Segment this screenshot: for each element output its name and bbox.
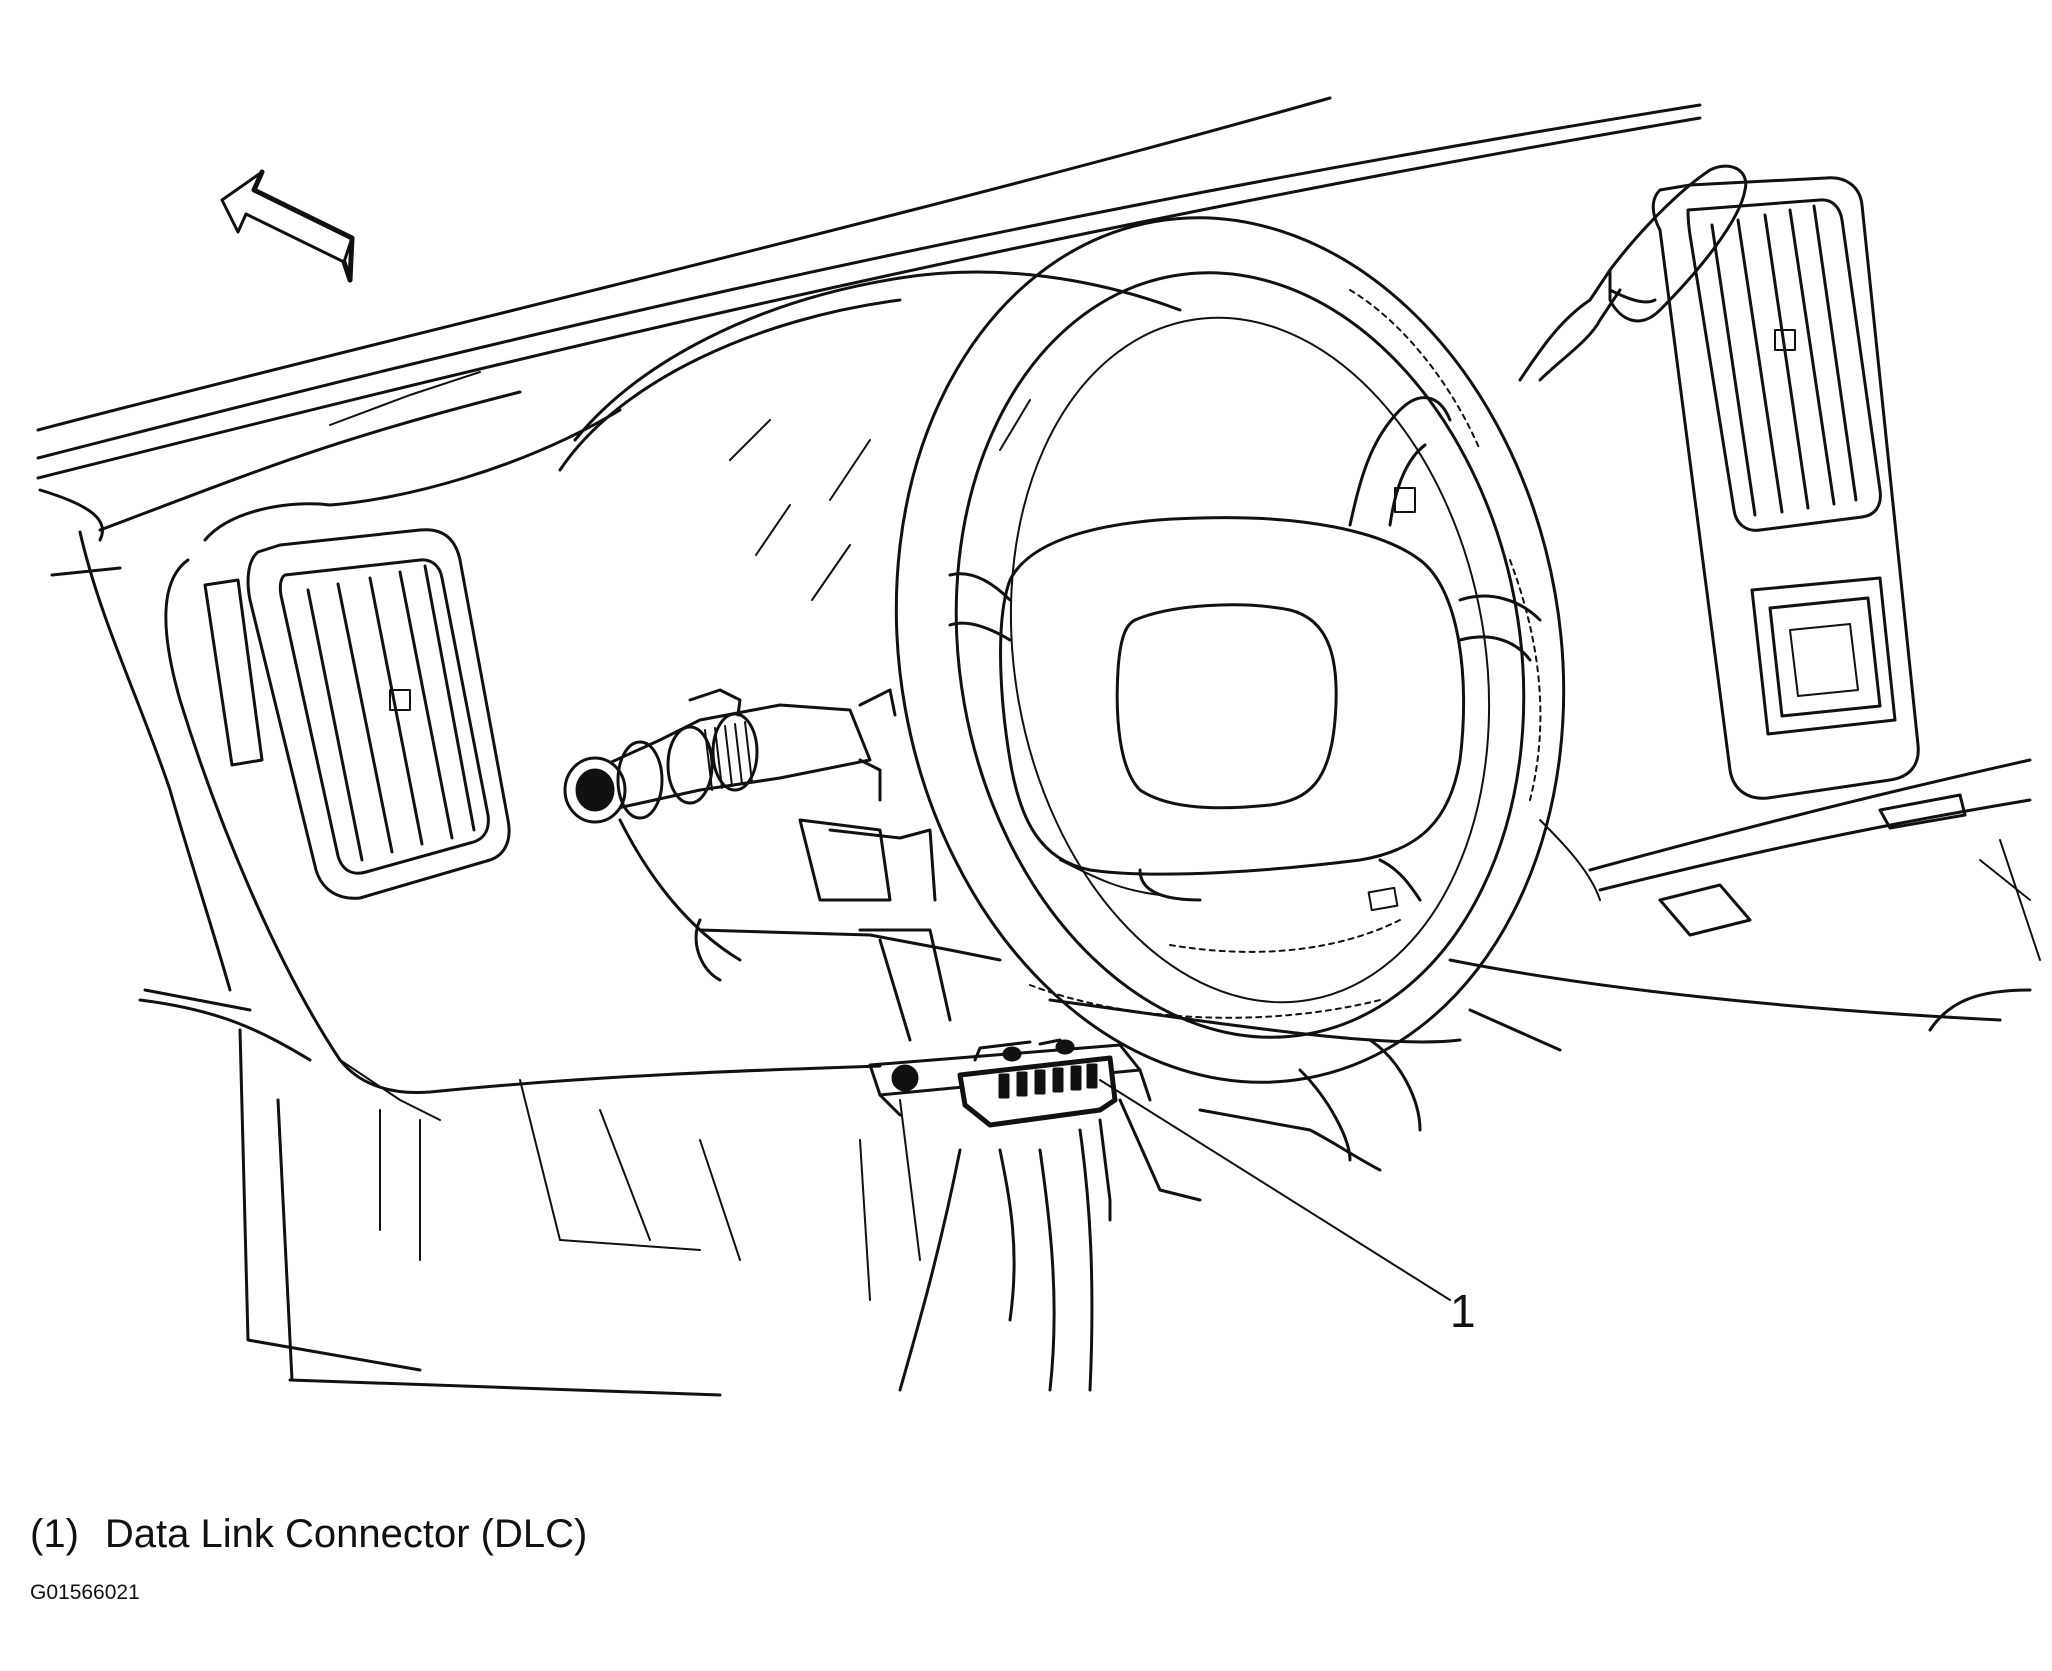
callout-1-label: 1 (1450, 1285, 1476, 1337)
legend-key: (1) (30, 1512, 79, 1556)
data-link-connector (891, 1038, 1118, 1128)
figure-id: G01566021 (30, 1581, 140, 1604)
dash-top-edge (36, 96, 1702, 542)
left-air-vent (203, 528, 511, 900)
shift-lever (1518, 164, 1748, 382)
forward-arrow-icon (220, 169, 355, 283)
legend-label: Data Link Connector (DLC) (104, 1512, 588, 1556)
dash-left-side (50, 530, 722, 1397)
legend-item: (1) Data Link Connector (DLC) (30, 1514, 587, 1554)
callout-leader-line (1099, 1079, 1451, 1301)
right-air-vent (1651, 176, 1920, 800)
dash-right-side (1048, 758, 2041, 1052)
steering-wheel (894, 216, 1601, 1084)
lower-panel (339, 1038, 1422, 1392)
dashboard-illustration (36, 96, 2041, 1397)
multifunction-lever (563, 688, 897, 824)
cluster-cowl-lines (729, 399, 1031, 601)
steering-column (618, 818, 1002, 1042)
instrument-panel-shroud (164, 270, 1182, 1094)
